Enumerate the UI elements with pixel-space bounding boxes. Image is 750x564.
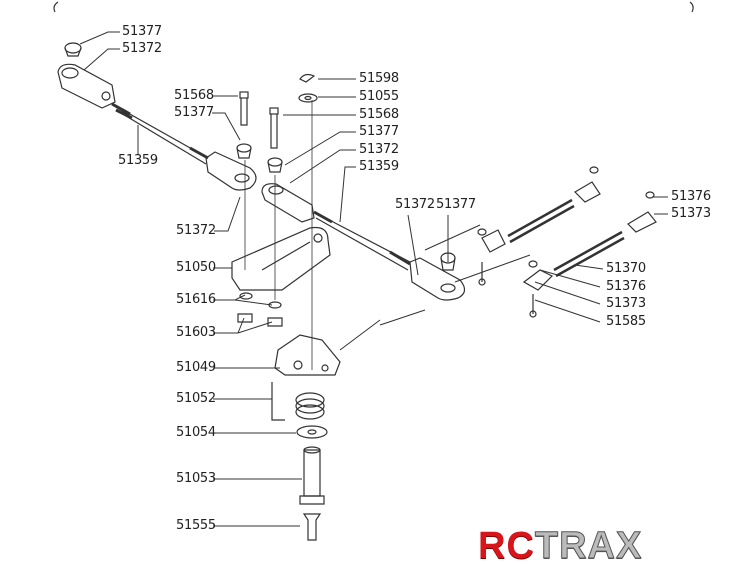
part-label: 51377 (436, 197, 476, 212)
part-label: 51585 (606, 314, 646, 329)
part-label: 51055 (359, 89, 399, 104)
rod-end-center-left (205, 151, 257, 191)
part-label: 51598 (359, 71, 399, 86)
linkage-upper-right (477, 166, 601, 286)
part-label: 51359 (359, 159, 399, 174)
part-label: 51372 (359, 142, 399, 157)
screw-51568-b (269, 107, 279, 149)
part-label: 51053 (176, 471, 216, 486)
part-label: 51568 (359, 107, 399, 122)
frame-corner-left (53, 1, 59, 13)
part-label: 51377 (174, 105, 214, 120)
ball-stud-51377-c (440, 252, 456, 271)
plate-51049 (274, 334, 341, 376)
part-label: 51359 (118, 153, 158, 168)
screw-51568-a (239, 91, 249, 126)
clip-51598 (299, 73, 316, 83)
part-label: 51555 (176, 518, 216, 533)
part-label: 51616 (176, 292, 216, 307)
logo-trax: TRAX (534, 525, 643, 564)
part-label: 51049 (176, 360, 216, 375)
part-label: 51370 (606, 261, 646, 276)
turnbuckle-rod-right (313, 210, 411, 271)
part-label: 51376 (606, 279, 646, 294)
rod-end-center (261, 183, 315, 223)
rod-end-right (409, 257, 466, 301)
part-label: 51377 (122, 24, 162, 39)
ball-stud-51377-b (267, 157, 283, 173)
logo-rc: RC (478, 525, 535, 564)
ball-stud-top-left (64, 42, 82, 57)
linkage-lower-right (522, 191, 657, 318)
shaft-51053 (299, 446, 325, 505)
part-label: 51373 (606, 296, 646, 311)
rctrax-logo: RCTRAX (478, 525, 643, 564)
leader-lines (79, 31, 668, 527)
part-label: 51377 (359, 124, 399, 139)
turnbuckle-rod-left (111, 102, 209, 165)
bellcrank-51050 (231, 226, 331, 291)
part-label: 51372 (395, 197, 435, 212)
nuts-washers (237, 292, 283, 327)
part-label: 51050 (176, 260, 216, 275)
washer-51055 (298, 93, 318, 103)
frame-corner-right (689, 1, 694, 13)
part-label: 51376 (671, 189, 711, 204)
part-label: 51054 (176, 425, 216, 440)
ball-stud-51377-a (236, 143, 252, 159)
part-label: 51372 (122, 41, 162, 56)
screw-51555 (302, 513, 322, 541)
part-label: 51568 (174, 88, 214, 103)
part-label: 51372 (176, 223, 216, 238)
part-label: 51052 (176, 391, 216, 406)
part-label: 51603 (176, 325, 216, 340)
rod-end-top-left (57, 63, 116, 109)
spring-51052 (271, 382, 325, 421)
washer-51054 (296, 425, 328, 439)
part-label: 51373 (671, 206, 711, 221)
